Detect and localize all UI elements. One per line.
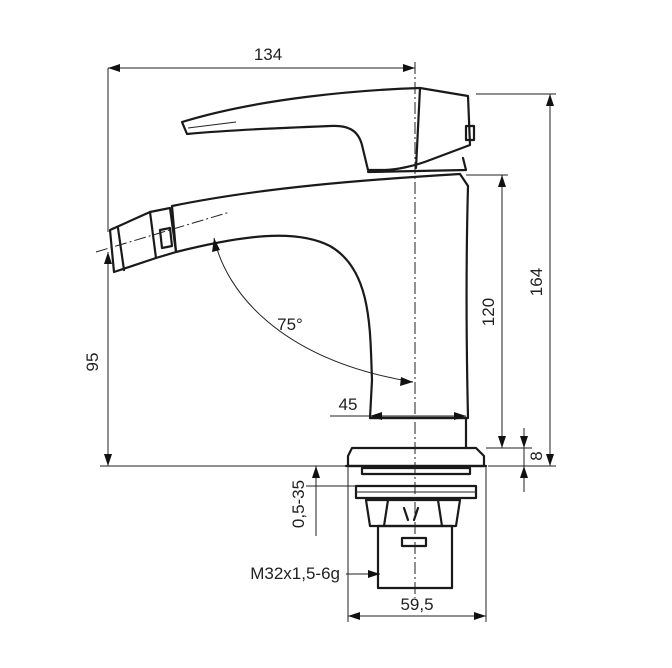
handle-cap (464, 124, 476, 142)
center-lines (95, 62, 416, 598)
dim-total-width: 134 (254, 45, 282, 64)
dim-spout-height: 95 (83, 353, 102, 372)
dim-thread: M32x1,5-6g (250, 564, 340, 583)
base-flange (346, 446, 486, 468)
collar (368, 416, 468, 450)
dim-mount-range: 0,5-35 (289, 480, 308, 528)
spout-axis (95, 211, 231, 253)
handle-seam (414, 86, 422, 170)
handle-edge-line (187, 121, 237, 129)
dim-neck-width: 45 (339, 395, 358, 414)
lock-nut-facet-1 (382, 498, 390, 528)
dimension-labels: 134 164 120 8 95 45 75° 0,5-35 M32x1,5-6… (83, 45, 546, 614)
dim-body-height: 120 (479, 298, 498, 326)
dim-spout-angle: 75° (277, 315, 303, 334)
washer-top (360, 466, 472, 476)
ball-joint (158, 226, 174, 250)
nut-cross (402, 506, 420, 522)
shank-slot (400, 536, 428, 548)
body-cap (366, 156, 468, 174)
lever-handle (180, 86, 472, 172)
spray-head-ring (148, 210, 158, 260)
dimension-lines (100, 64, 556, 622)
dim-base-height: 8 (527, 451, 546, 460)
spray-head-edge (116, 226, 126, 272)
lock-nut-facet-2 (436, 498, 444, 528)
dim-total-height: 164 (527, 268, 546, 296)
spout-body (170, 172, 470, 420)
dim-base-width: 59,5 (400, 595, 433, 614)
lock-nut (364, 498, 462, 528)
